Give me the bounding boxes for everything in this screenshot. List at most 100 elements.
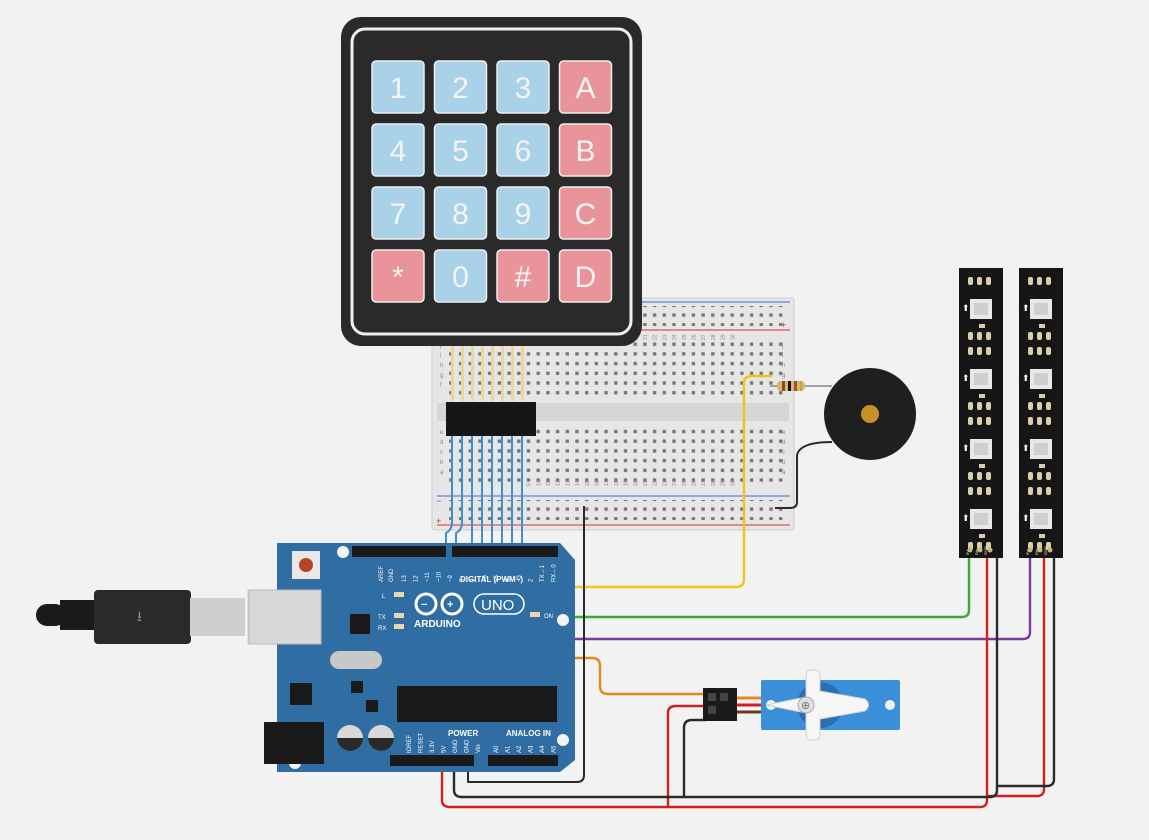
digital-pin-label: 4: [506, 578, 512, 582]
key-5[interactable]: 5: [433, 123, 488, 177]
bb-col-number: 29: [721, 480, 727, 486]
crystal: [330, 651, 382, 669]
key-star[interactable]: *: [371, 249, 425, 303]
piezo-buzzer[interactable]: [824, 368, 916, 460]
svg-text:⊕: ⊕: [801, 700, 810, 712]
strip-pad: [968, 347, 973, 355]
key-9[interactable]: 9: [496, 186, 550, 240]
bb-row-letter: c: [440, 450, 443, 456]
key-1[interactable]: 1: [371, 60, 425, 114]
strip-pad: [1046, 277, 1051, 285]
bb-col-number: 26: [692, 480, 698, 486]
key-b[interactable]: B: [558, 123, 613, 177]
strip-pad: [977, 402, 982, 410]
arduino-uno-board[interactable]: − + UNO ARDUINO DIGITAL (PWM~) POWER ANA…: [248, 543, 575, 772]
digital-pin-label: ~3: [517, 574, 523, 582]
bb-col-number: 26: [692, 334, 698, 340]
key-2[interactable]: 2: [433, 60, 488, 114]
key-7[interactable]: 7: [371, 186, 425, 240]
strip-pad: [968, 332, 973, 340]
aref-label: AREF: [379, 566, 385, 582]
power-pin-label: IOREF: [407, 734, 413, 753]
strip-pad: [977, 347, 982, 355]
svg-text:⬆: ⬆: [962, 513, 970, 523]
strip-pin-label: GND: [983, 546, 988, 555]
key-label: 9: [515, 198, 532, 231]
digital-pin-label: 2: [529, 578, 535, 582]
strip-pad: [1028, 402, 1033, 410]
key-hash[interactable]: #: [496, 249, 550, 303]
strip-pad: [1028, 472, 1033, 480]
bb-row-letter: f: [440, 383, 442, 389]
bb-col-number: 15: [585, 480, 591, 486]
bb-col-number: 19: [624, 480, 630, 486]
key-label: A: [575, 72, 595, 105]
bb-row-letter: a: [440, 470, 444, 476]
key-d[interactable]: D: [558, 249, 613, 303]
keypad-connector: [446, 402, 536, 436]
key-3[interactable]: 3: [496, 60, 550, 114]
bb-col-number: 21: [643, 334, 649, 340]
bb-col-number: 27: [701, 480, 707, 486]
gnd-label: GND: [389, 568, 395, 582]
bb-col-number: 11: [546, 481, 552, 486]
power-pin-label: GND: [465, 739, 471, 753]
power-label: POWER: [448, 729, 478, 738]
bb-col-number: 28: [711, 334, 717, 340]
strip-pad: [977, 332, 982, 340]
resistor[interactable]: [770, 381, 832, 391]
bb-col-number: 25: [682, 480, 688, 486]
key-label: 1: [390, 72, 407, 105]
strip-pad: [1037, 277, 1042, 285]
bb-col-number: 14: [575, 480, 581, 486]
analog-pin-label: A1: [506, 745, 512, 753]
strip-pad: [1037, 347, 1042, 355]
strip-pin-label: Din: [1034, 549, 1039, 555]
analog-pin-label: A3: [529, 745, 535, 753]
key-8[interactable]: 8: [433, 186, 488, 240]
key-label: 6: [515, 135, 532, 168]
digital-pin-label: 7: [471, 578, 477, 582]
key-a[interactable]: A: [558, 60, 613, 114]
strip-pad: [1037, 472, 1042, 480]
svg-text:⬆: ⬆: [962, 303, 970, 313]
svg-text:⬆: ⬆: [1022, 443, 1030, 453]
digital-pin-label: 12: [414, 575, 420, 582]
digital-pin-label: ~5: [494, 574, 500, 582]
strip-pad: [1046, 332, 1051, 340]
power-pin-label: 3.3V: [430, 741, 436, 753]
bb-col-number: 29: [721, 334, 727, 340]
strip-pin-label: 5V: [1025, 550, 1030, 555]
svg-text:−: −: [421, 599, 427, 611]
strip-pad: [1028, 347, 1033, 355]
digital-pin-label: RX←0: [552, 564, 558, 582]
key-label: 0: [452, 261, 469, 294]
servo-motor[interactable]: ⊕: [703, 669, 900, 741]
strip-pad: [1028, 332, 1033, 340]
key-4[interactable]: 4: [371, 123, 425, 177]
bb-row-letter: d: [440, 440, 443, 446]
strip-pad: [986, 417, 991, 425]
strip-pin-label: 5V: [965, 550, 970, 555]
key-6[interactable]: 6: [496, 123, 550, 177]
strip-pad: [986, 277, 991, 285]
bb-row-letter: h: [440, 363, 443, 369]
strip-pad: [986, 347, 991, 355]
bb-col-number: 9: [527, 483, 533, 486]
strip-pad: [968, 472, 973, 480]
key-0[interactable]: 0: [433, 249, 488, 303]
key-c[interactable]: C: [558, 186, 613, 240]
power-jack: [264, 722, 324, 764]
bb-col-number: 28: [711, 480, 717, 486]
strip-pad: [1046, 472, 1051, 480]
bb-row-letter: b: [440, 460, 444, 466]
svg-text:⬆: ⬆: [962, 443, 970, 453]
servo-connector: [703, 688, 737, 721]
strip-pin-label: Din: [974, 549, 979, 555]
strip-pad: [1046, 487, 1051, 495]
power-pin-label: RESET: [419, 733, 425, 753]
usb-icon: ⭳: [137, 608, 142, 624]
